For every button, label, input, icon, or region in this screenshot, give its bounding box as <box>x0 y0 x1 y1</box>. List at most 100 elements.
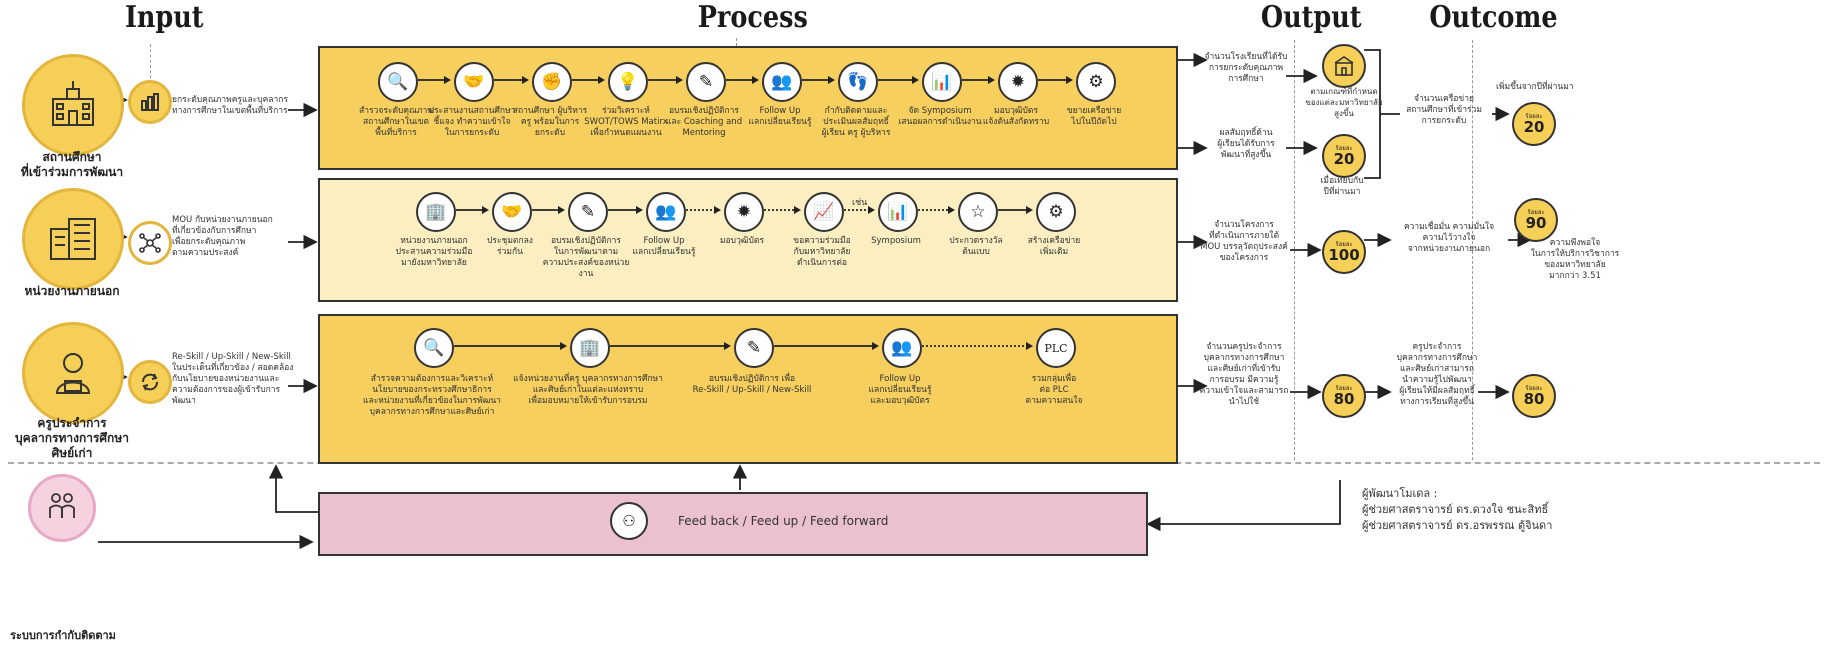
process-arrow <box>764 206 801 214</box>
star-icon: ☆ <box>958 192 998 232</box>
lightbulb-icon: 💡 <box>608 62 648 102</box>
process-arrow <box>922 342 1033 350</box>
building-icon <box>50 218 96 260</box>
process-arrow <box>802 76 835 84</box>
output-r2-text: จำนวนโครงการ ที่ดำเนินการภายใต้ MOU บรรล… <box>1200 220 1288 263</box>
process-step-caption: อบรมเชิงปฏิบัติการ ในการพัฒนาตาม ความประ… <box>542 236 630 279</box>
header-output: Output <box>1260 0 1362 35</box>
process-arrow <box>456 206 489 214</box>
exchange-icon: 👥 <box>762 62 802 102</box>
output-r1-text2: ตามเกณฑ์ที่กำหนด ของแต่ละมหาวิทยาลัย สูง… <box>1305 87 1383 118</box>
divider-outcome <box>1472 40 1473 460</box>
fist-icon: ✊ <box>532 62 572 102</box>
outcome-r3-text: ครูประจำการ บุคลากรทางการศึกษา และศิษย์เ… <box>1396 342 1478 407</box>
process-step-caption: ประกวดรางวัล ต้นแบบ <box>949 236 1003 257</box>
search-icon: 🔍 <box>378 62 418 102</box>
header-process: Process <box>697 0 808 35</box>
process-band-2 <box>318 178 1178 302</box>
process-arrow <box>494 76 529 84</box>
process-arrow <box>608 206 643 214</box>
network-people-icon <box>128 221 172 265</box>
process-step-caption: ขยายเครือข่าย ไปในปีถัดไป <box>1066 106 1122 127</box>
process-step-caption: Follow Up แลกเปลี่ยนเรียนรู้ <box>632 236 696 257</box>
process-arrow <box>962 76 995 84</box>
output-r1-text4: เมื่อเทียบกับ ปีที่ผ่านมา <box>1320 176 1364 197</box>
process-arrow <box>610 342 731 350</box>
badge-icon: ✹ <box>724 192 764 232</box>
process-step-caption: รวมกลุ่มเพื่อ ต่อ PLC ตามความสนใจ <box>1025 374 1083 406</box>
process-arrow <box>998 206 1033 214</box>
monitoring-icon: 👣 <box>838 62 878 102</box>
handshake-icon: 🤝 <box>492 192 532 232</box>
process-arrow <box>726 76 759 84</box>
refresh-icon <box>128 360 172 404</box>
process-step-caption: สถานศึกษา ผู้บริหาร ครู พร้อมในการ ยกระด… <box>512 106 588 138</box>
process-step-caption: สร้างเครือข่าย เพิ่มเติม <box>1027 236 1081 257</box>
input-teacher-label: ครูประจำการ บุคลากรทางการศึกษา ศิษย์เก่า <box>15 416 129 460</box>
network-icon: ⚙ <box>1036 192 1076 232</box>
process-step-caption: จัด Symposium เสนอผลการดำเนินงาน <box>898 106 982 127</box>
row2-example-tag: เช่น <box>852 198 868 208</box>
search-icon: 🔍 <box>414 328 454 368</box>
growth-icon: 📈 <box>804 192 844 232</box>
teacher-icon <box>55 353 91 394</box>
process-step-caption: สำรวจความต้องการและวิเคราะห์ นโยบายของกร… <box>363 374 501 417</box>
process-step-caption: หน่วยงานภายนอก ประสานความร่วมมือ มายังมห… <box>395 236 473 268</box>
process-step-caption: กำกับติดตามและ ประเมินผลสัมฤทธิ์ ผู้เรีย… <box>821 106 891 138</box>
badge-icon: ✹ <box>998 62 1038 102</box>
input-teacher-desc: Re-Skill / Up-Skill / New-Skill ในประเด็… <box>172 352 294 406</box>
process-step-caption: Follow Up แลกเปลี่ยนเรียนรู้ และมอบวุฒิบ… <box>868 374 932 406</box>
outcome-r1-top: เพิ่มขึ้นจากปีที่ผ่านมา <box>1496 82 1574 92</box>
school-badge-icon <box>1322 44 1366 88</box>
bar-chart-icon <box>128 80 172 124</box>
process-step-caption: ประสานงานสถานศึกษา ชี้แจง ทำความเข้าใจ ใ… <box>428 106 516 138</box>
handshake-icon: 🤝 <box>454 62 494 102</box>
process-step-caption: สำรวจระดับคุณภาพ สถานศึกษาในเขต พื้นที่บ… <box>359 106 433 138</box>
process-arrow <box>878 76 919 84</box>
process-step-caption: อบรมเชิงปฏิบัติการ เพื่อ Re-Skill / Up-S… <box>692 374 812 395</box>
feedback-people-icon: ⚇ <box>610 502 648 540</box>
plc-icon: PLC <box>1036 328 1076 368</box>
pen-icon: ✎ <box>686 62 726 102</box>
input-school-circle <box>22 54 124 156</box>
process-band-3 <box>318 314 1178 464</box>
header-input: Input <box>124 0 204 35</box>
process-step-caption: ประชุมตกลง ร่วมกัน <box>487 236 533 257</box>
process-arrow <box>918 206 955 214</box>
monitor-people-icon <box>49 493 75 518</box>
output-r1-text3: ผลสัมฤทธิ์ด้าน ผู้เรียนได้รับการ พัฒนาที… <box>1217 128 1275 160</box>
network-icon: ⚙ <box>1076 62 1116 102</box>
process-step-caption: ขอความร่วมมือ กับมหาวิทยาลัย ดำเนินการต่… <box>793 236 851 268</box>
presentation-icon: 📊 <box>922 62 962 102</box>
building-icon: 🏢 <box>570 328 610 368</box>
process-arrow <box>532 206 565 214</box>
process-step-caption: มอบวุฒิบัตร แจ้งต้นสังกัดทราบ <box>982 106 1050 127</box>
presentation-icon: 📊 <box>878 192 918 232</box>
pen-icon: ✎ <box>568 192 608 232</box>
header-outcome: Outcome <box>1429 0 1558 35</box>
input-school-label: สถานศึกษา ที่เข้าร่วมการพัฒนา <box>20 150 124 179</box>
divider-input <box>150 44 151 94</box>
process-arrow <box>418 76 451 84</box>
process-arrow <box>774 342 879 350</box>
input-school-desc: ยกระดับคุณภาพครูและบุคลากร ทางการศึกษาใน… <box>172 95 289 116</box>
developer-credit: ผู้พัฒนาโมเดล : ผู้ช่วยศาสตราจารย์ ดร.ดว… <box>1362 487 1553 532</box>
monitor-circle <box>28 474 96 542</box>
input-building-desc: MOU กับหน่วยงานภายนอก ที่เกี่ยวข้องกับกา… <box>172 215 273 258</box>
input-building-circle <box>22 188 124 290</box>
process-step-caption: อบรมเชิงปฏิบัติการ และ Coaching and Ment… <box>665 106 743 138</box>
output-r3-text: จำนวนครูประจำการ บุคลากรทางการศึกษา และศ… <box>1199 342 1289 407</box>
feedback-band <box>318 492 1148 556</box>
process-step-caption: มอบวุฒิบัตร <box>719 236 765 246</box>
building-icon: 🏢 <box>416 192 456 232</box>
outcome-r2-right: ความพึงพอใจ ในการให้บริการวิชาการ ของมหา… <box>1530 238 1620 281</box>
exchange-icon: 👥 <box>882 328 922 368</box>
process-step-caption: แจ้งหน่วยงานที่ครู บุคลากรทางการศึกษา แล… <box>513 374 663 406</box>
input-building-label: หน่วยงานภายนอก <box>24 284 120 298</box>
